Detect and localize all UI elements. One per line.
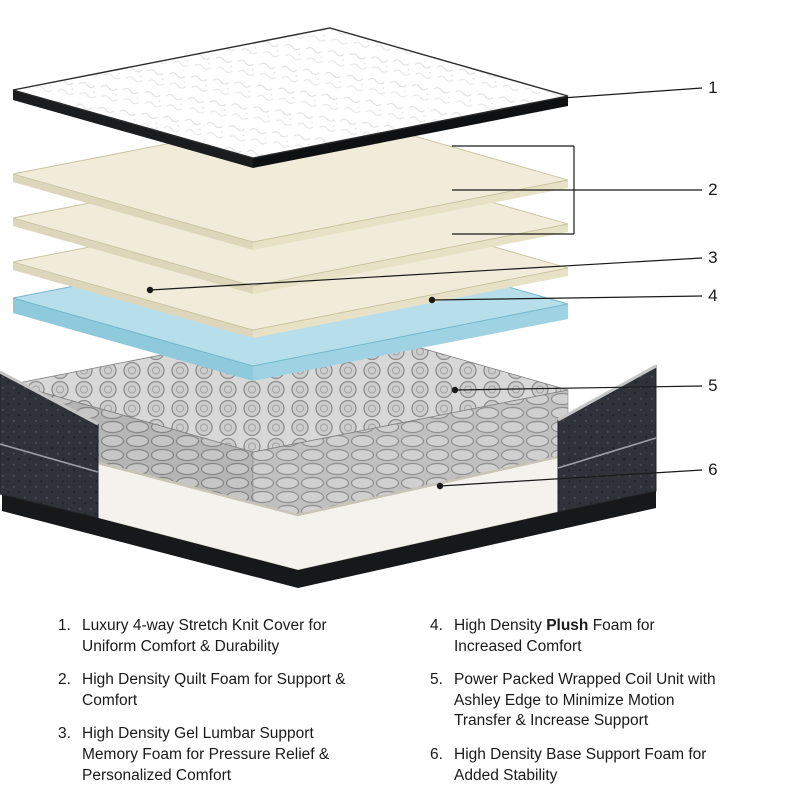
legend-item-number: 5. xyxy=(430,671,443,689)
feature-legend: 1. Luxury 4-way Stretch Knit Cover for U… xyxy=(58,616,758,786)
callout-number-5: 5 xyxy=(708,376,718,395)
callout-number-3: 3 xyxy=(708,248,718,267)
legend-item-number: 4. xyxy=(430,617,443,634)
legend-item-1: 1. Luxury 4-way Stretch Knit Cover for U… xyxy=(58,616,378,657)
legend-item-text: High Density Plush Foam for Increased Co… xyxy=(454,616,726,657)
legend-item-3: 3. High Density Gel Lumbar Support Memor… xyxy=(58,724,378,786)
coil-top-face xyxy=(12,321,569,453)
base-foam-trim xyxy=(1,433,657,517)
callout-bracket-2 xyxy=(452,145,702,235)
encasement-left-wedge xyxy=(0,370,99,519)
callout-number-4: 4 xyxy=(708,286,718,305)
callout-line-6 xyxy=(439,469,703,487)
legend-item-5: 5. Power Packed Wrapped Coil Unit with A… xyxy=(430,670,750,732)
legend-item-6: 6. High Density Base Support Foam for Ad… xyxy=(430,745,750,786)
legend-item-text: Luxury 4-way Stretch Knit Cover for Unif… xyxy=(82,617,327,655)
callout-dot-6 xyxy=(436,482,444,490)
plush-right-side xyxy=(253,304,568,381)
callout-line-3 xyxy=(149,257,703,291)
right-wedge-piping xyxy=(557,364,657,422)
mattress-exploded-diagram: 1 2 3 4 5 6 xyxy=(0,27,718,588)
legend-column-left: 1. Luxury 4-way Stretch Knit Cover for U… xyxy=(58,616,378,786)
cover-right-edge xyxy=(253,96,568,168)
legend-item-2: 2. High Density Quilt Foam for Support &… xyxy=(58,670,378,711)
callout-number-2: 2 xyxy=(708,180,718,199)
legend-item-text-pre: High Density xyxy=(454,617,547,634)
callout-dot-3 xyxy=(146,286,154,294)
callout-number-1: 1 xyxy=(708,78,718,97)
legend-item-text-post: Foam for Increased Comfort xyxy=(454,617,655,655)
plush-left-side xyxy=(13,298,253,381)
legend-item-text-bold: Plush xyxy=(546,617,589,634)
bottom-rim xyxy=(2,490,656,588)
quilt-foam-layer-1 xyxy=(12,111,569,250)
callout-line-1 xyxy=(561,87,703,99)
legend-item-text: High Density Base Support Foam for Added… xyxy=(454,746,707,784)
callout-lines xyxy=(146,87,703,490)
legend-item-number: 1. xyxy=(58,617,71,634)
legend-item-text: Power Packed Wrapped Coil Unit with Ashl… xyxy=(454,671,716,730)
stretch-knit-cover-layer xyxy=(12,27,569,168)
legend-item-4: 4. High Density Plush Foam for Increased… xyxy=(430,616,750,657)
cover-left-edge xyxy=(13,90,253,168)
legend-item-number: 3. xyxy=(58,725,71,743)
callout-dot-5 xyxy=(451,386,459,394)
diagram-canvas xyxy=(0,27,703,588)
legend-item-text: High Density Quilt Foam for Support & Co… xyxy=(82,671,346,709)
callout-line-4 xyxy=(431,295,703,301)
callout-line-5 xyxy=(454,385,703,391)
legend-item-text: High Density Gel Lumbar Support Memory F… xyxy=(82,725,330,784)
legend-item-number: 2. xyxy=(58,671,71,689)
encasement-right-wedge xyxy=(557,364,657,513)
right-wedge-trim xyxy=(557,437,657,469)
callout-number-6: 6 xyxy=(708,460,718,479)
legend-item-number: 6. xyxy=(430,746,443,764)
legend-column-right: 4. High Density Plush Foam for Increased… xyxy=(430,616,750,786)
left-wedge-trim xyxy=(0,443,99,473)
left-wedge-piping xyxy=(0,370,99,426)
cover-top-face xyxy=(12,27,569,159)
callout-dot-4 xyxy=(428,296,436,304)
